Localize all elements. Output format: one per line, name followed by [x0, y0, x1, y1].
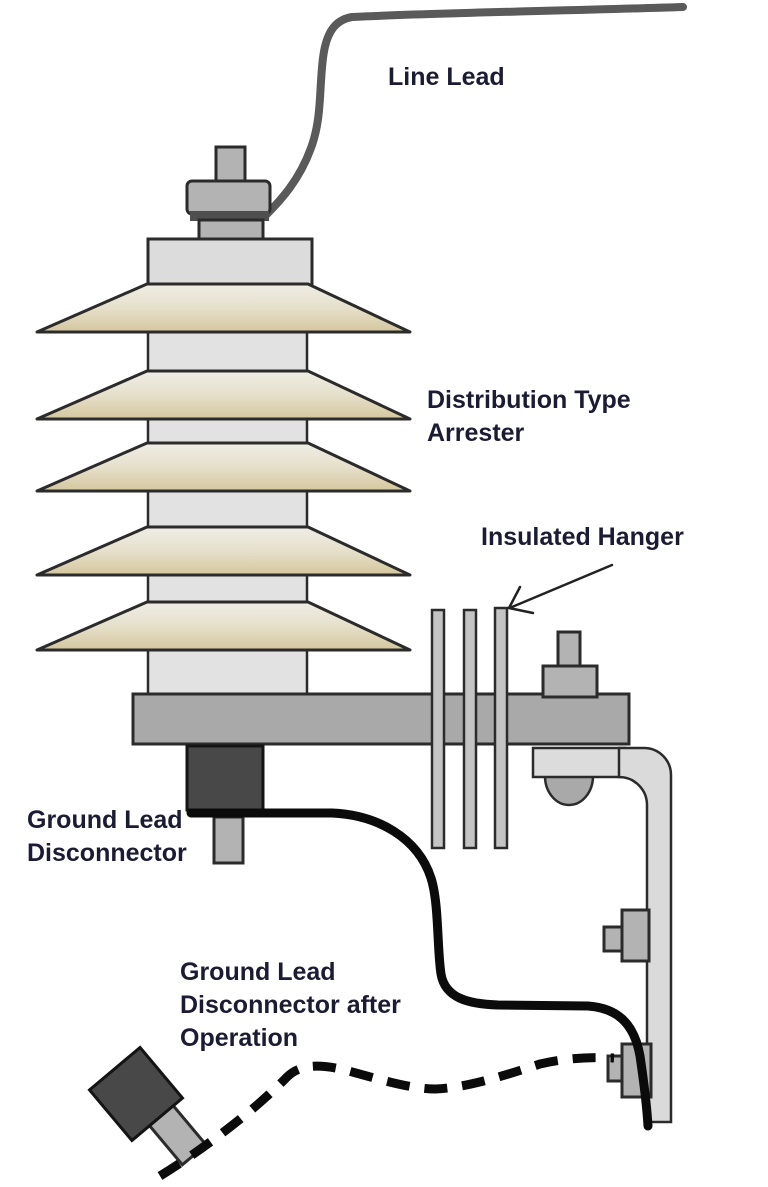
insulator-skirt-4: [35, 525, 412, 577]
label-ground-lead-after-operation: Ground Lead Disconnector after Operation: [180, 956, 401, 1055]
arrowhead-icon: [507, 585, 535, 615]
label-ground-disc-line1: Ground Lead: [27, 806, 183, 834]
terminal-block: [197, 218, 265, 241]
line-lead-wire: [262, 3, 687, 219]
ground-lead-after-operation-cable: [157, 1053, 615, 1180]
strap-bolt-upper-head: [620, 908, 651, 963]
label-ground-disc-line2: Disconnector: [27, 839, 187, 867]
bracket-bolt-stem: [556, 630, 582, 670]
insulator-skirt-3: [35, 441, 412, 493]
bracket-bolt-nut: [541, 664, 599, 699]
insulator-skirt-2: [35, 369, 412, 421]
hanger-strip-1: [430, 608, 446, 850]
hanger-bracket-bar: [131, 692, 631, 746]
detached-disconnector: [87, 1045, 209, 1167]
mounting-strap: [617, 746, 673, 1124]
clamp-ball: [543, 774, 595, 807]
insulator-skirt-1: [35, 282, 412, 334]
terminal-stem: [214, 145, 247, 187]
terminal-nut: [185, 179, 272, 216]
label-ground-after-line1: Ground Lead: [180, 958, 336, 986]
label-insulated-hanger: Insulated Hanger: [481, 521, 684, 554]
strap-bolt-upper: [602, 908, 651, 963]
label-ground-lead-disconnector: Ground Lead Disconnector: [27, 804, 187, 870]
clamp-plate: [531, 746, 627, 779]
insulated-hanger-strips: [430, 606, 509, 850]
ground-lead-cable: [186, 808, 653, 1131]
bracket-bolt: [541, 630, 599, 699]
disconnector-stud: [212, 815, 245, 865]
label-line-lead: Line Lead: [388, 61, 505, 94]
insulator-skirt-5: [35, 600, 412, 652]
label-arrester-line2: Arrester: [427, 419, 525, 447]
arrester-top-terminal: [146, 145, 314, 288]
arrow-shaft: [510, 563, 614, 609]
terminal-gasket: [190, 211, 269, 221]
label-line-lead-text: Line Lead: [388, 63, 505, 91]
label-arrester-line1: Distribution Type: [427, 386, 631, 414]
insulator-skirts: [35, 282, 412, 652]
hanger-strip-2: [462, 608, 478, 850]
label-ground-after-line3: Operation: [180, 1024, 299, 1052]
detached-disconnector-body: [87, 1045, 185, 1143]
insulated-hanger-arrow: [507, 563, 614, 615]
label-ground-after-line2: Disconnector after: [180, 991, 401, 1019]
ground-lead-disconnector-body: [185, 744, 265, 812]
label-insulated-hanger-text: Insulated Hanger: [481, 523, 684, 551]
hanger-strip-3: [493, 606, 509, 850]
label-distribution-arrester: Distribution Type Arrester: [427, 384, 631, 450]
arrester-top-cap: [146, 237, 314, 288]
